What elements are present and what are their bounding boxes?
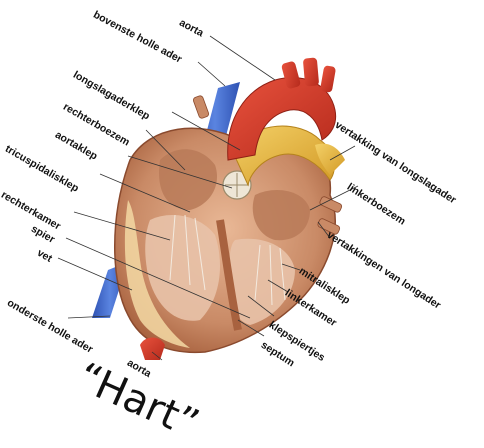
- label-aortaklep: aortaklep: [53, 129, 99, 163]
- label-vet: vet: [35, 247, 54, 265]
- label-tricuspidalisklep: tricuspidalisklep: [3, 143, 81, 195]
- label-aorta-top: aorta: [177, 17, 205, 40]
- label-bovenste-holle-ader: bovenste holle ader: [91, 9, 184, 66]
- label-linkerboezem: linkerboezem: [345, 181, 408, 228]
- label-onderste-holle-ader: onderste holle ader: [5, 297, 95, 356]
- label-rechterkamer: rechterkamer: [0, 189, 63, 233]
